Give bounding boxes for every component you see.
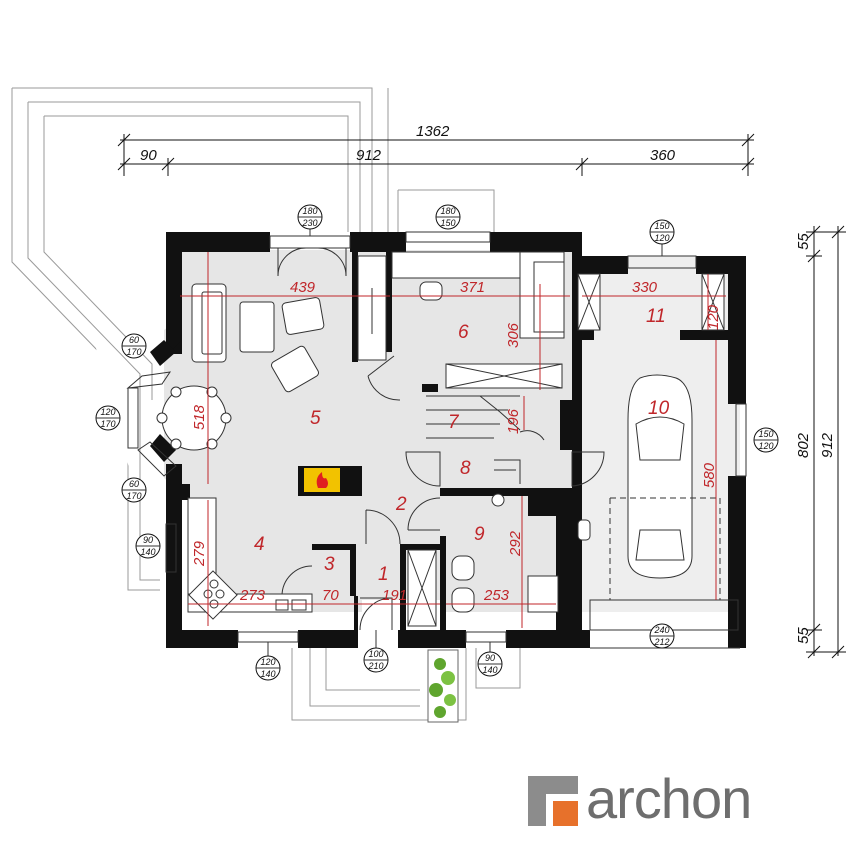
room-label-4: 4: [254, 534, 265, 555]
opening-marker: 60 170: [121, 333, 147, 359]
opening-marker: 100 210: [363, 630, 389, 673]
brand-name: archon: [586, 767, 752, 830]
svg-text:150: 150: [654, 221, 669, 231]
room-label-8: 8: [460, 458, 471, 479]
dim-right-total: 912: [819, 432, 836, 458]
opening-marker: 180 150: [435, 204, 461, 230]
svg-text:120: 120: [758, 441, 773, 451]
room-label-2: 2: [395, 494, 407, 515]
terrace: [11, 87, 521, 721]
svg-text:180: 180: [302, 206, 317, 216]
dim-371: 371: [460, 279, 485, 296]
dim-439: 439: [290, 279, 316, 296]
dim-total-width: 1362: [416, 123, 450, 140]
svg-text:240: 240: [653, 625, 669, 635]
room-label-3: 3: [324, 554, 335, 575]
svg-text:170: 170: [100, 419, 115, 429]
room-label-9: 9: [474, 524, 485, 545]
dim-seg-garage: 360: [650, 147, 676, 164]
logo-mark-icon: [528, 776, 578, 826]
dim-seg-left: 90: [140, 147, 157, 164]
room-label-7: 7: [448, 412, 460, 433]
opening-marker: 180 230: [297, 204, 323, 236]
dim-279: 279: [191, 540, 208, 567]
dim-330: 330: [632, 279, 658, 296]
opening-marker: 120 140: [255, 642, 281, 681]
svg-text:120: 120: [100, 407, 115, 417]
svg-text:60: 60: [129, 335, 139, 345]
svg-text:140: 140: [482, 665, 497, 675]
archon-logo: archon: [528, 767, 838, 832]
svg-text:100: 100: [368, 649, 383, 659]
svg-text:140: 140: [260, 669, 275, 679]
room-label-11: 11: [646, 306, 666, 327]
svg-text:90: 90: [485, 653, 495, 663]
opening-marker: 150 120: [649, 219, 675, 256]
room-label-6: 6: [458, 322, 469, 343]
opening-markers: 180 230 180 150 150 120 60 170 120 170: [95, 204, 779, 681]
dim-273: 273: [239, 587, 266, 604]
opening-marker: 90 140: [477, 642, 503, 677]
opening-marker: 60 170: [121, 477, 147, 503]
dim-253: 253: [483, 587, 510, 604]
dim-191: 191: [382, 587, 407, 604]
opening-marker: 90 140: [135, 533, 161, 559]
room-label-5: 5: [310, 408, 321, 429]
svg-text:170: 170: [126, 347, 141, 357]
dim-right-bottom: 55: [795, 627, 812, 644]
dim-right-main: 802: [795, 432, 812, 458]
opening-marker: 240 212: [649, 623, 675, 649]
svg-text:140: 140: [140, 547, 155, 557]
dim-292: 292: [507, 530, 524, 557]
plant-icon: [427, 649, 459, 723]
svg-text:120: 120: [260, 657, 275, 667]
dim-120: 120: [705, 304, 722, 330]
dim-306: 306: [505, 322, 522, 348]
opening-marker: 150 120: [753, 427, 779, 453]
svg-text:90: 90: [143, 535, 153, 545]
dim-70: 70: [322, 587, 339, 604]
windows: [126, 231, 747, 649]
dim-right-top: 55: [795, 233, 812, 250]
dim-580: 580: [701, 462, 718, 488]
svg-text:60: 60: [129, 479, 139, 489]
svg-text:150: 150: [440, 218, 455, 228]
svg-text:212: 212: [653, 637, 669, 647]
dim-518: 518: [191, 404, 208, 430]
svg-text:170: 170: [126, 491, 141, 501]
interior-dimension-lines: [180, 252, 726, 628]
svg-text:230: 230: [301, 218, 317, 228]
opening-marker: 120 170: [95, 405, 121, 431]
svg-text:180: 180: [440, 206, 455, 216]
svg-text:210: 210: [367, 661, 383, 671]
room-label-10: 10: [648, 398, 670, 419]
dim-196: 196: [505, 408, 522, 434]
room-label-1: 1: [378, 564, 389, 585]
svg-text:150: 150: [758, 429, 773, 439]
overall-dimensions: [117, 133, 846, 659]
walls: [150, 232, 746, 648]
svg-text:120: 120: [654, 233, 669, 243]
dim-seg-main: 912: [356, 147, 382, 164]
